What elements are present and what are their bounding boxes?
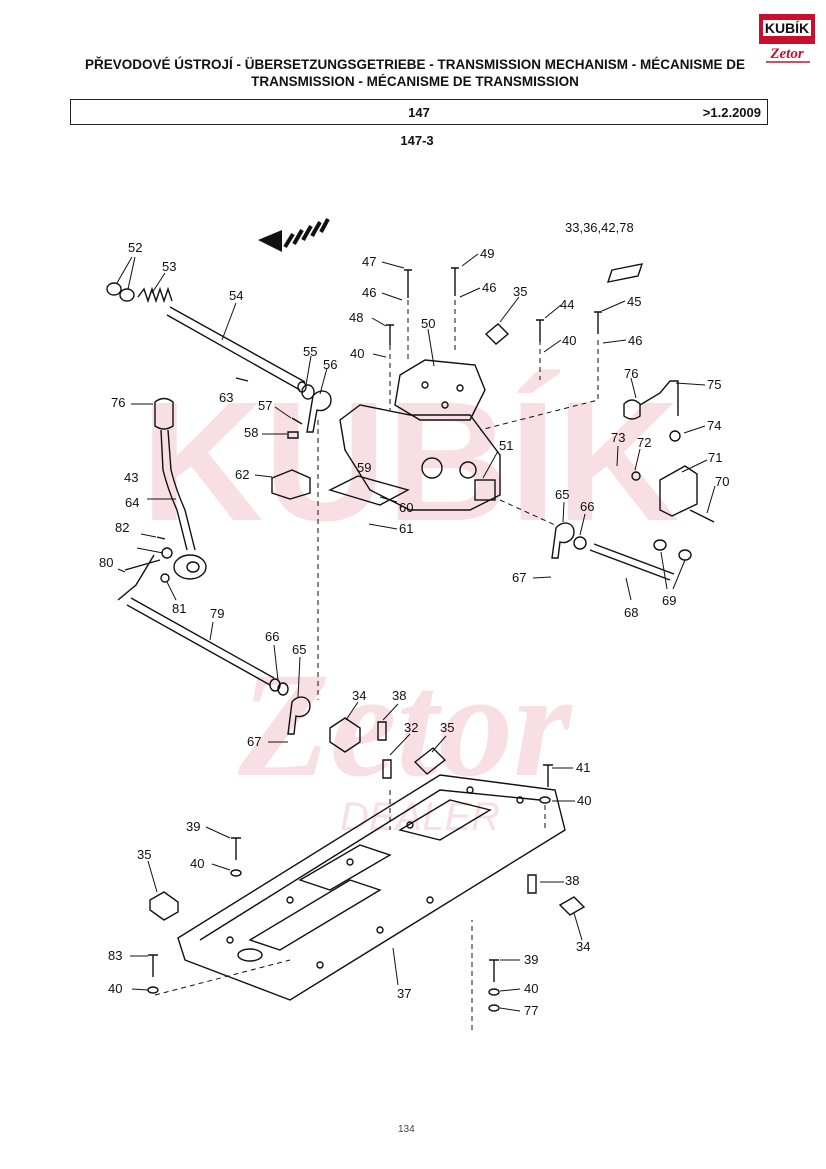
callout-69: 69 bbox=[662, 593, 676, 608]
callout-82: 82 bbox=[115, 520, 129, 535]
callout-46-b: 46 bbox=[482, 280, 496, 295]
callout-75: 75 bbox=[707, 377, 721, 392]
kubik-zetor-logo: KUBÍK Zetor bbox=[759, 14, 815, 63]
callout-79: 79 bbox=[210, 606, 224, 621]
callout-45: 45 bbox=[627, 294, 641, 309]
callout-55: 55 bbox=[303, 344, 317, 359]
callout-81: 81 bbox=[172, 601, 186, 616]
callout-64: 64 bbox=[125, 495, 139, 510]
callout-71: 71 bbox=[708, 450, 722, 465]
callout-61: 61 bbox=[399, 521, 413, 536]
callout-80: 80 bbox=[99, 555, 113, 570]
callout-65-left: 65 bbox=[292, 642, 306, 657]
callout-50: 50 bbox=[421, 316, 435, 331]
direction-arrow-icon bbox=[258, 218, 330, 252]
logo-text: KUBÍK bbox=[765, 20, 809, 36]
watermark: KUBÍK Zetor DEALER bbox=[141, 367, 679, 839]
callout-48: 48 bbox=[349, 310, 363, 325]
callout-40-a: 40 bbox=[350, 346, 364, 361]
callout-54: 54 bbox=[229, 288, 243, 303]
figure-number: 147-3 bbox=[400, 133, 434, 148]
callout-47: 47 bbox=[362, 254, 376, 269]
callout-63: 63 bbox=[219, 390, 233, 405]
callout-67-left: 67 bbox=[247, 734, 261, 749]
callout-83: 83 bbox=[108, 948, 122, 963]
callout-57: 57 bbox=[258, 398, 272, 413]
callout-59: 59 bbox=[357, 460, 371, 475]
page-number: 134 bbox=[398, 1124, 415, 1135]
callout-40-d: 40 bbox=[190, 856, 204, 871]
watermark-kubik: KUBÍK bbox=[141, 367, 679, 557]
callout-66-left: 66 bbox=[265, 629, 279, 644]
callout-33-36-42-78: 33,36,42,78 bbox=[565, 220, 634, 235]
callout-51: 51 bbox=[499, 438, 513, 453]
watermark-dealer: DEALER bbox=[340, 795, 500, 839]
callout-67-right: 67 bbox=[512, 570, 526, 585]
callout-40-f: 40 bbox=[524, 981, 538, 996]
callout-40-c: 40 bbox=[577, 793, 591, 808]
callout-65-right: 65 bbox=[555, 487, 569, 502]
callout-39-right: 39 bbox=[524, 952, 538, 967]
callout-73: 73 bbox=[611, 430, 625, 445]
callout-40-b: 40 bbox=[562, 333, 576, 348]
callout-76-right: 76 bbox=[624, 366, 638, 381]
callout-37: 37 bbox=[397, 986, 411, 1001]
callout-52: 52 bbox=[128, 240, 142, 255]
callout-70: 70 bbox=[715, 474, 729, 489]
callout-35-top: 35 bbox=[513, 284, 527, 299]
section-number: 147 bbox=[408, 105, 430, 120]
callout-32: 32 bbox=[404, 720, 418, 735]
callout-56: 56 bbox=[323, 357, 337, 372]
callout-43: 43 bbox=[124, 470, 138, 485]
callout-72: 72 bbox=[637, 435, 651, 450]
callout-62: 62 bbox=[235, 467, 249, 482]
title-line-1: PŘEVODOVÉ ÚSTROJÍ - ÜBERSETZUNGSGETRIEBE… bbox=[84, 57, 746, 72]
callout-40-e: 40 bbox=[108, 981, 122, 996]
callout-35-middle: 35 bbox=[440, 720, 454, 735]
callout-39-left: 39 bbox=[186, 819, 200, 834]
logo-subtext: Zetor bbox=[769, 46, 803, 62]
callout-76-left: 76 bbox=[111, 395, 125, 410]
callout-58: 58 bbox=[244, 425, 258, 440]
callout-53: 53 bbox=[162, 259, 176, 274]
callout-66-right: 66 bbox=[580, 499, 594, 514]
watermark-zetor: Zetor bbox=[237, 642, 573, 808]
callout-38-middle: 38 bbox=[392, 688, 406, 703]
callout-77: 77 bbox=[524, 1003, 538, 1018]
callout-35-bottom: 35 bbox=[137, 847, 151, 862]
callout-38-bottom: 38 bbox=[565, 873, 579, 888]
title-line-2: TRANSMISSION - MÉCANISME DE TRANSMISSION bbox=[251, 74, 579, 89]
callout-34-bottom: 34 bbox=[576, 939, 590, 954]
callout-60: 60 bbox=[399, 500, 413, 515]
callout-34-middle: 34 bbox=[352, 688, 366, 703]
callout-41: 41 bbox=[576, 760, 590, 775]
callout-74: 74 bbox=[707, 418, 721, 433]
callout-46-a: 46 bbox=[362, 285, 376, 300]
callout-44: 44 bbox=[560, 297, 574, 312]
callout-68: 68 bbox=[624, 605, 638, 620]
validity-date: >1.2.2009 bbox=[702, 105, 761, 120]
page-title: PŘEVODOVÉ ÚSTROJÍ - ÜBERSETZUNGSGETRIEBE… bbox=[60, 56, 770, 90]
callout-49: 49 bbox=[480, 246, 494, 261]
callout-46-c: 46 bbox=[628, 333, 642, 348]
section-header-box: 147 >1.2.2009 bbox=[70, 99, 768, 125]
